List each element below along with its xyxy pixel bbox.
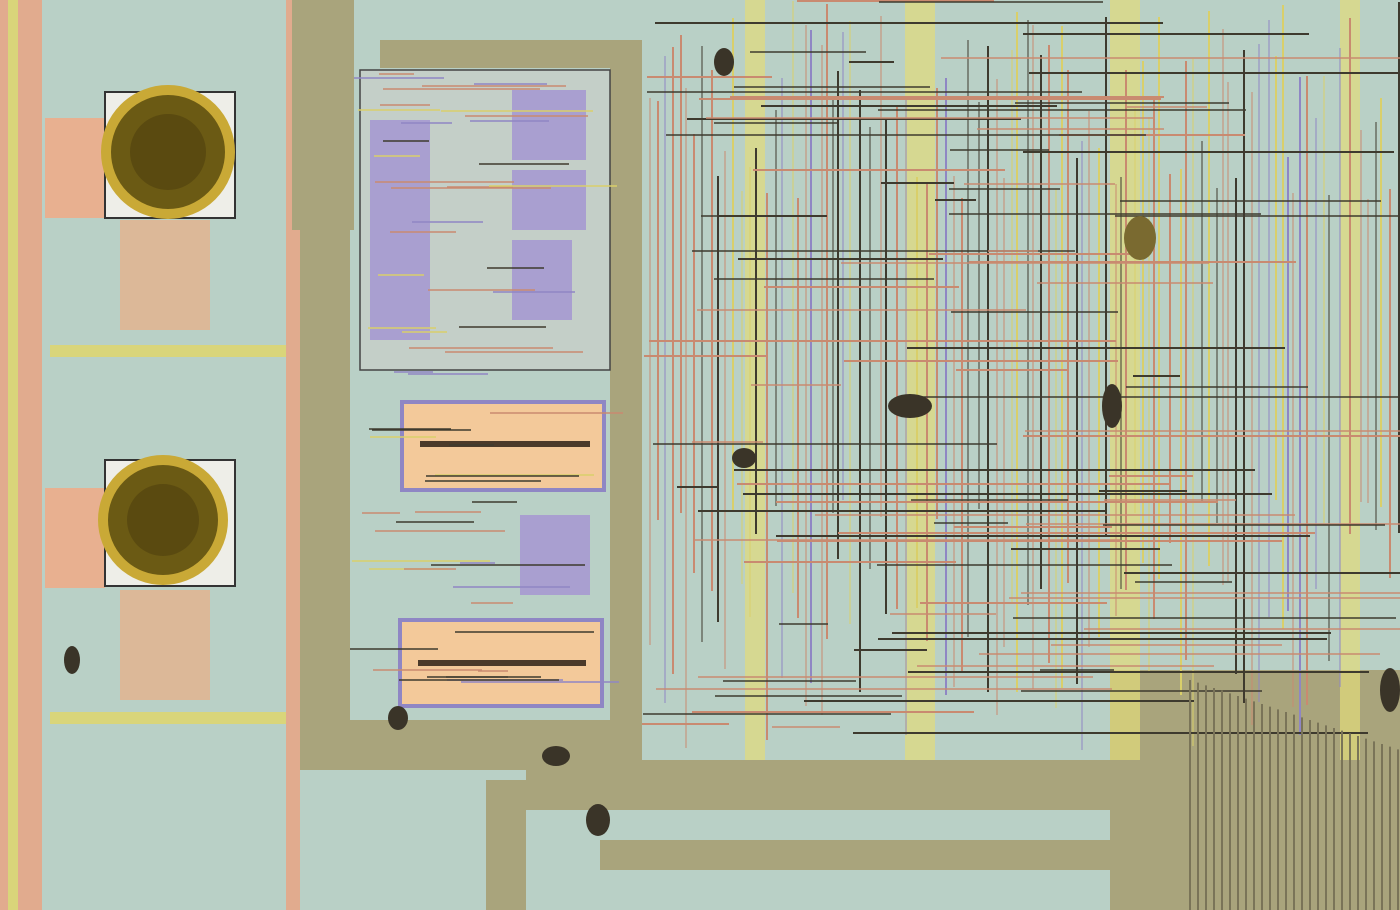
metal-bus <box>292 0 1400 910</box>
routing-wires <box>350 0 1400 910</box>
bond-pad-bottom <box>45 455 236 588</box>
bond-pad-top <box>45 85 236 219</box>
logic-column <box>905 0 935 760</box>
edge-strip <box>0 0 42 910</box>
edge-inner-strip <box>8 0 18 910</box>
debris <box>64 48 1400 836</box>
